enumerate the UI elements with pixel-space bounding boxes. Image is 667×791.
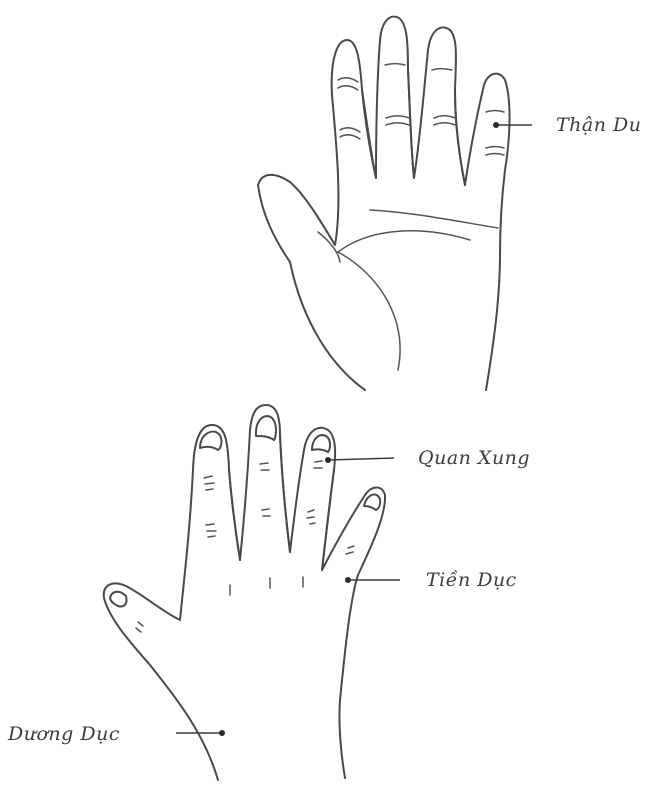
palm-crease-ring-3 bbox=[434, 123, 455, 125]
dot-quan-xung bbox=[325, 457, 331, 463]
leader-quan-xung bbox=[328, 458, 394, 460]
nail-thumb bbox=[110, 592, 127, 607]
knuckle-index-2 bbox=[206, 524, 216, 537]
dot-tien-duc bbox=[345, 577, 351, 583]
palm-crease-little-3 bbox=[486, 154, 504, 156]
label-than-du: Thận Du bbox=[556, 114, 641, 136]
palm-crease-ring-2 bbox=[434, 116, 455, 118]
knuckle-ring-1 bbox=[314, 461, 322, 468]
palm-crease-index-3 bbox=[340, 128, 360, 132]
palm-crease-index-2 bbox=[338, 86, 358, 90]
acupoint-labels: Thận Du Quan Xung Tiền Dục Dương Dục bbox=[7, 114, 641, 745]
palm-outline bbox=[258, 17, 510, 390]
knuckle-index-1 bbox=[204, 476, 214, 490]
dot-than-du bbox=[493, 122, 499, 128]
nail-index bbox=[200, 432, 222, 450]
label-tien-duc: Tiền Dục bbox=[426, 569, 517, 591]
back-finger-gap-1 bbox=[229, 470, 240, 560]
knuckle-little-1 bbox=[346, 546, 354, 554]
knuckle-middle-2 bbox=[262, 509, 270, 516]
palm-crease-little-2 bbox=[486, 147, 504, 149]
back-hand bbox=[104, 405, 385, 780]
back-finger-gap-2 bbox=[280, 435, 290, 552]
palm-crease-middle-1 bbox=[385, 64, 405, 66]
back-finger-gap-3 bbox=[322, 470, 334, 570]
palm-life-line bbox=[338, 252, 400, 370]
acupoint-markers bbox=[176, 122, 532, 736]
label-quan-xung: Quan Xung bbox=[418, 447, 530, 469]
palm-crease-little-1 bbox=[486, 111, 504, 113]
palm-head-line bbox=[338, 231, 470, 252]
palm-crease-middle-3 bbox=[386, 123, 409, 125]
knuckle-middle-1 bbox=[260, 463, 269, 470]
nail-middle bbox=[256, 416, 276, 440]
palm-finger-gap-2 bbox=[408, 70, 414, 178]
palm-crease-index-4 bbox=[340, 135, 360, 139]
label-duong-duc: Dương Dục bbox=[7, 723, 120, 745]
knuckle-thumb bbox=[136, 622, 143, 632]
knuckle-ring-2 bbox=[307, 510, 315, 524]
dot-duong-duc bbox=[219, 730, 225, 736]
knuckle-ticks bbox=[230, 577, 303, 595]
nail-little bbox=[364, 494, 380, 510]
palm-hand bbox=[258, 17, 510, 390]
palm-crease-index-1 bbox=[338, 78, 358, 82]
nail-ring bbox=[312, 435, 330, 452]
palm-crease-middle-2 bbox=[386, 116, 409, 118]
palm-finger-gap-3 bbox=[455, 90, 465, 185]
palm-crease-ring-1 bbox=[432, 69, 452, 71]
back-hand-outline bbox=[104, 405, 385, 780]
palm-heart-line bbox=[370, 210, 498, 228]
